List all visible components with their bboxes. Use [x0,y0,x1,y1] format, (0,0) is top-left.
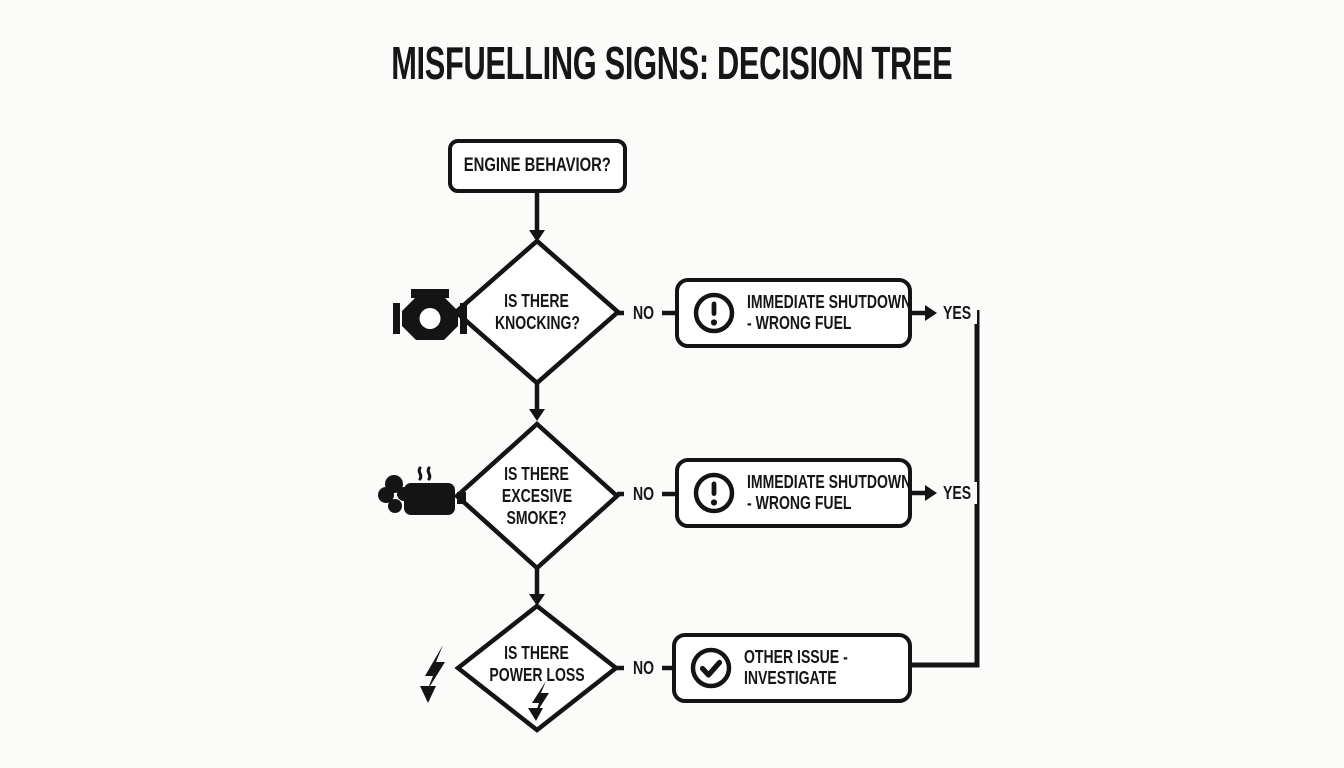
decision-diamond-knocking [452,238,622,386]
decision-smoke-line3: SMOKE? [506,508,568,528]
arrowhead-d1-to-d2 [529,409,545,421]
lightning-bolt-icon [420,645,445,703]
yes-rail [912,310,980,668]
decision-smoke-line2: EXCESIVE [501,486,573,506]
arrowhead-start-to-d1 [529,230,545,242]
outcome-other-issue-label: OTHER ISSUE - INVESTIGATE [744,647,848,689]
edge-label-no-2: NO [624,483,662,505]
edge-label-yes-2-text: YES [942,483,972,503]
edge-label-no-3-text: NO [632,658,654,678]
exhaust-smoke-icon [378,466,466,515]
decision-knocking-line1: IS THERE [504,291,570,311]
arrowhead-o2-yes [925,485,937,501]
outcome-other-issue-line1: OTHER ISSUE - [744,647,848,667]
page-title: MISFUELLING SIGNS: DECISION TREE [0,36,1344,90]
edge-label-yes-2: YES [937,482,977,504]
edge-label-yes-1-text: YES [942,303,972,323]
outcome-node-shutdown-1: IMMEDIATE SHUTDOWN - WRONG FUEL [675,278,912,348]
decision-power-loss-line1: IS THERE [504,643,570,663]
decision-power-loss-label: IS THERE POWER LOSS [462,642,612,686]
outcome-shutdown-1-line1: IMMEDIATE SHUTDOWN [747,292,912,312]
edge-label-no-1-text: NO [632,303,654,323]
outcome-node-other-issue: OTHER ISSUE - INVESTIGATE [672,633,912,703]
outcome-shutdown-2-label: IMMEDIATE SHUTDOWN - WRONG FUEL [747,472,911,514]
power-loss-bolt-icon [528,681,549,721]
arrowhead-o1-yes [925,305,937,321]
start-node-engine-behavior: ENGINE BEHAVIOR? [448,139,627,193]
decision-smoke-label: IS THERE EXCESIVE SMOKE? [462,462,612,530]
decision-knocking-line2: KNOCKING? [494,313,580,333]
edge-label-no-3: NO [624,657,662,679]
check-icon [690,647,732,689]
warning-icon [693,472,735,514]
edge-label-no-2-text: NO [632,484,654,504]
engine-icon [393,289,467,340]
edge-label-no-1: NO [624,302,662,324]
decision-smoke-line1: IS THERE [504,464,570,484]
outcome-node-shutdown-2: IMMEDIATE SHUTDOWN - WRONG FUEL [675,458,912,528]
decision-diamond-power-loss [454,603,620,733]
warning-icon [693,292,735,334]
outcome-shutdown-2-line2: - WRONG FUEL [747,493,852,513]
outcome-shutdown-1-line2: - WRONG FUEL [747,313,852,333]
decision-knocking-label: IS THERE KNOCKING? [462,289,612,335]
edge-label-yes-1: YES [937,302,977,324]
outcome-other-issue-line2: INVESTIGATE [744,668,837,688]
decision-power-loss-line2: POWER LOSS [489,665,585,685]
page-title-text: MISFUELLING SIGNS: DECISION TREE [391,37,953,89]
decision-diamond-smoke [453,420,621,572]
outcome-shutdown-2-line1: IMMEDIATE SHUTDOWN [747,472,912,492]
arrowhead-d2-to-d3 [529,594,545,606]
start-node-label: ENGINE BEHAVIOR? [463,155,612,176]
outcome-shutdown-1-label: IMMEDIATE SHUTDOWN - WRONG FUEL [747,292,911,334]
